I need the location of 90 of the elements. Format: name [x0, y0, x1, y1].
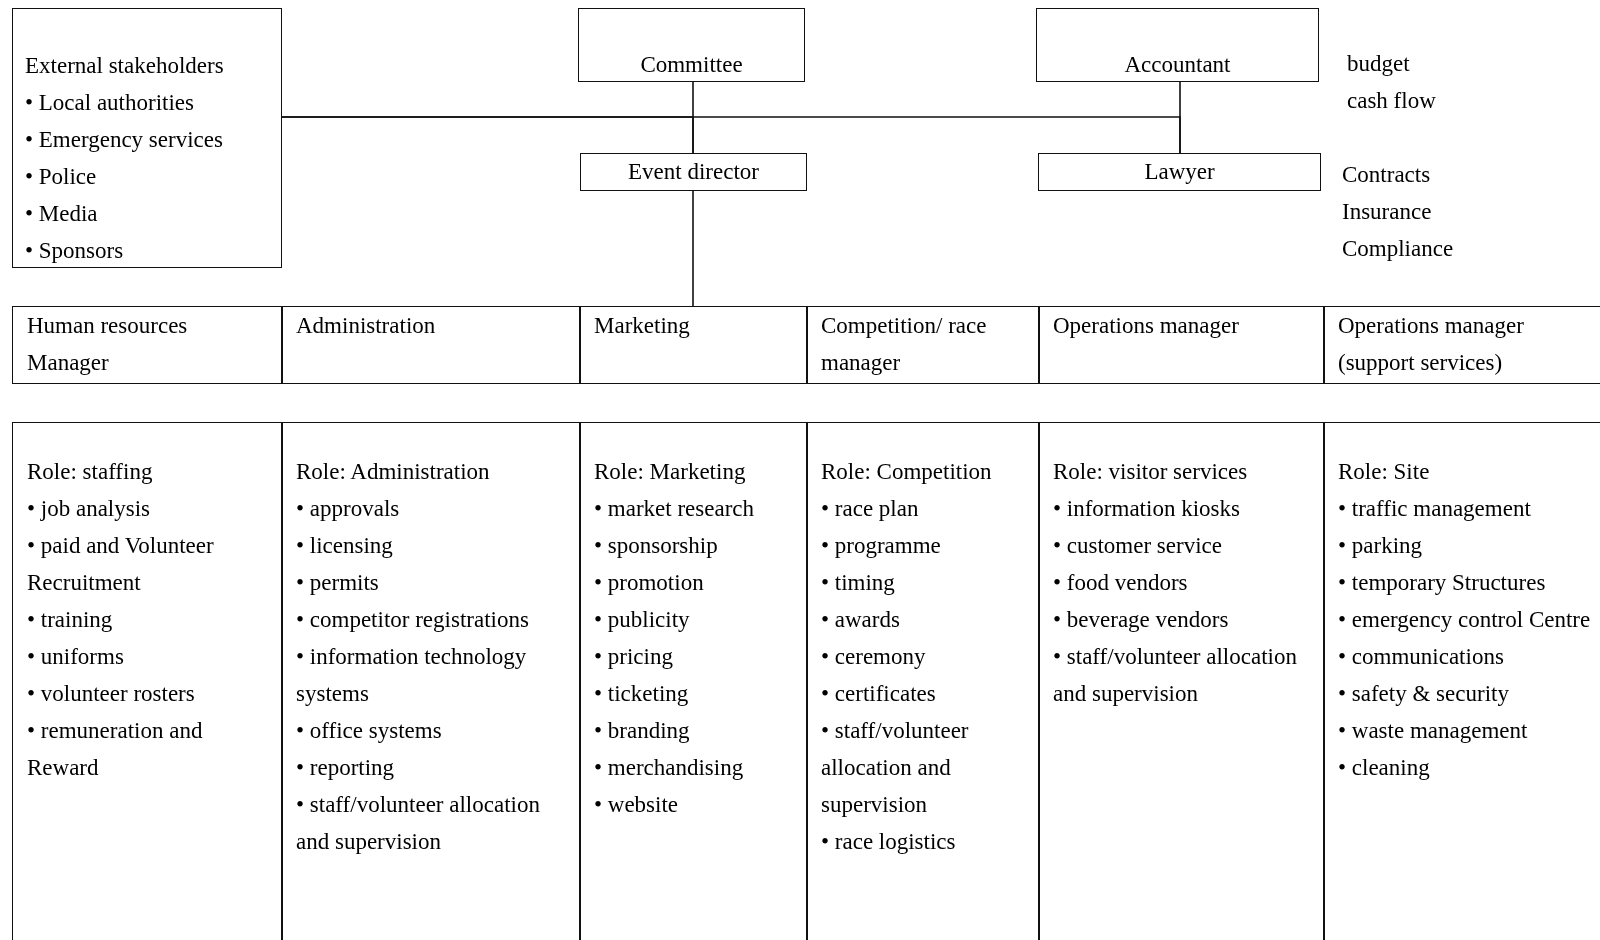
box-label: Human resources Manager [27, 312, 189, 377]
role-box [580, 153, 807, 191]
list-item: • pricing [594, 643, 674, 671]
header-cell [281, 306, 581, 384]
header-cell [1323, 306, 1600, 384]
list-item: • cleaning [1338, 754, 1431, 782]
list-item: • job analysis [27, 495, 152, 523]
list-item: • Police [25, 163, 98, 191]
list-item: • paid and Volunteer Recruitment [27, 532, 215, 597]
list-item: • promotion [594, 569, 705, 597]
list-item: • emergency control Centre [1338, 606, 1592, 634]
list-item: • permits [296, 569, 380, 597]
box-label: Event director [628, 158, 759, 186]
annotation-text: Compliance [1342, 235, 1454, 263]
list-item: • parking [1338, 532, 1424, 560]
list-item: • market research [594, 495, 755, 523]
list-item: • information technology systems [296, 643, 528, 708]
list-item: • remuneration and Reward [27, 717, 204, 782]
role-box [1038, 153, 1321, 191]
table-cell [806, 422, 1040, 940]
box-label: Administration [296, 312, 437, 340]
table-cell [579, 422, 808, 940]
header-cell [806, 306, 1040, 384]
list-item: • timing [821, 569, 896, 597]
list-item: • merchandising [594, 754, 745, 782]
box-label: Marketing [594, 312, 691, 340]
box-label: Competition/ race manager [821, 312, 988, 377]
header-cell [12, 306, 283, 384]
list-item: • customer service [1053, 532, 1223, 560]
list-item: • uniforms [27, 643, 125, 671]
list-item: • staff/volunteer allocation and supervision [296, 791, 541, 856]
list-item: • Sponsors [25, 237, 125, 265]
list-item: • publicity [594, 606, 691, 634]
box-label: Accountant [1124, 51, 1231, 79]
role-heading: Role: Site [1338, 458, 1431, 486]
list-item: • programme [821, 532, 942, 560]
role-box [1036, 8, 1319, 82]
box-label: Operations manager [1053, 312, 1240, 340]
list-item: • Local authorities [25, 89, 195, 117]
list-item: • temporary Structures [1338, 569, 1547, 597]
list-item: • approvals [296, 495, 401, 523]
annotation-text: Insurance [1342, 198, 1433, 226]
list-item: • ticketing [594, 680, 690, 708]
list-item: • awards [821, 606, 901, 634]
role-heading: Role: staffing [27, 458, 154, 486]
role-heading: Role: visitor services [1053, 458, 1249, 486]
list-item: • certificates [821, 680, 937, 708]
list-item: • race logistics [821, 828, 957, 856]
list-item: • safety & security [1338, 680, 1510, 708]
list-item: • Emergency services [25, 126, 224, 154]
role-heading: Role: Administration [296, 458, 491, 486]
list-item: • volunteer rosters [27, 680, 196, 708]
list-item: • Media [25, 200, 99, 228]
list-item: • sponsorship [594, 532, 719, 560]
list-item: • waste management [1338, 717, 1529, 745]
box-label: External stakeholders [25, 52, 225, 80]
stakeholder-box [12, 8, 282, 268]
role-box [578, 8, 805, 82]
table-cell [281, 422, 581, 940]
list-item: • competitor registrations [296, 606, 530, 634]
list-item: • traffic management [1338, 495, 1532, 523]
list-item: • food vendors [1053, 569, 1189, 597]
annotation-text: Contracts [1342, 161, 1432, 189]
list-item: • branding [594, 717, 691, 745]
header-cell [579, 306, 808, 384]
annotation-text: budget [1347, 50, 1411, 78]
list-item: • staff/volunteer allocation and supervision [821, 717, 970, 819]
table-cell [12, 422, 283, 940]
box-label: Committee [640, 51, 743, 79]
annotation-text: cash flow [1347, 87, 1436, 115]
role-heading: Role: Competition [821, 458, 993, 486]
role-heading: Role: Marketing [594, 458, 747, 486]
list-item: • website [594, 791, 680, 819]
list-item: • beverage vendors [1053, 606, 1230, 634]
box-label: Operations manager (support services) [1338, 312, 1525, 377]
table-cell [1038, 422, 1325, 940]
list-item: • information kiosks [1053, 495, 1241, 523]
list-item: • training [27, 606, 114, 634]
table-cell [1323, 422, 1600, 940]
box-label: Lawyer [1144, 158, 1215, 186]
list-item: • licensing [296, 532, 394, 560]
list-item: • reporting [296, 754, 396, 782]
header-cell [1038, 306, 1325, 384]
list-item: • race plan [821, 495, 920, 523]
list-item: • communications [1338, 643, 1505, 671]
list-item: • staff/volunteer allocation and supervision [1053, 643, 1298, 708]
list-item: • ceremony [821, 643, 927, 671]
list-item: • office systems [296, 717, 443, 745]
connector-line [281, 116, 1181, 154]
connector-line [692, 190, 694, 307]
